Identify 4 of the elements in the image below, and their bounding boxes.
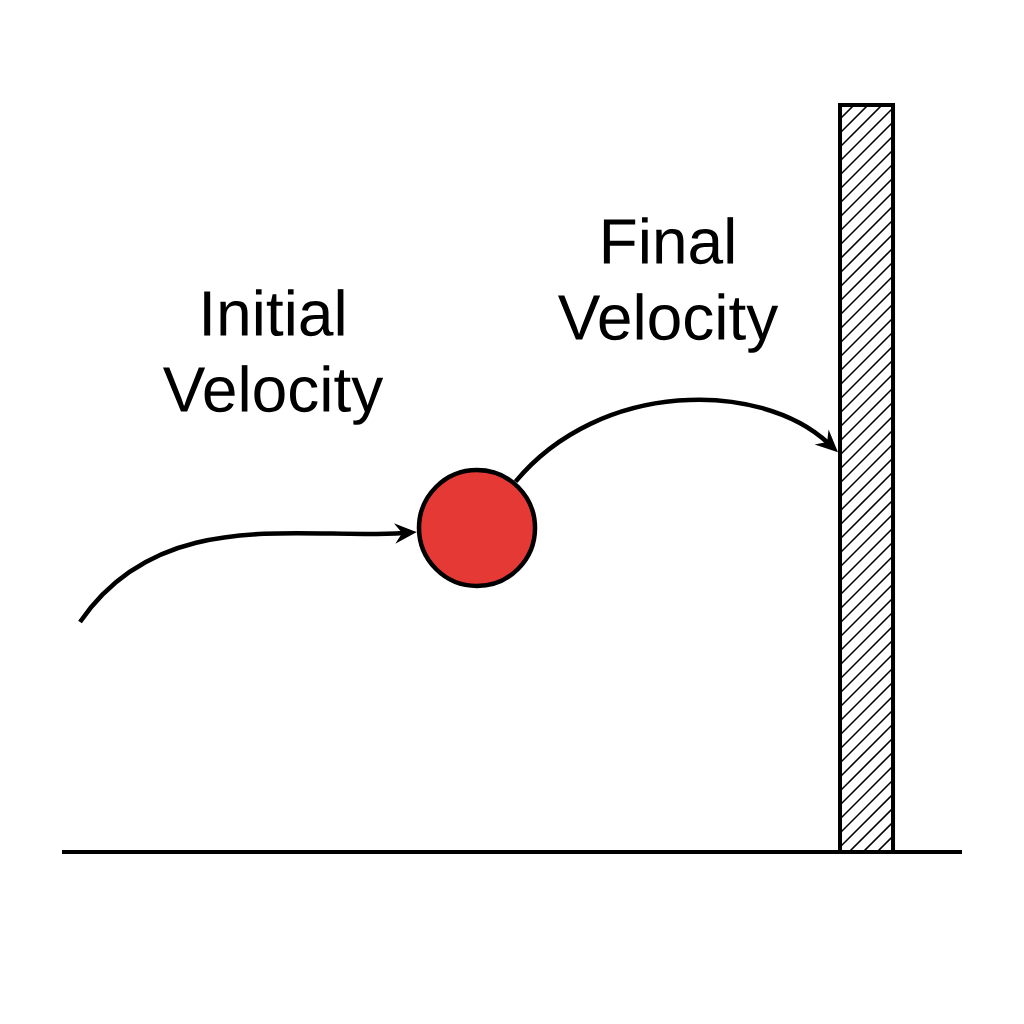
edge-label: Final Velocity [558,217,779,353]
ball [416,467,538,589]
hatched-wall [838,103,895,854]
edge-label: Initial Velocity [163,289,384,425]
